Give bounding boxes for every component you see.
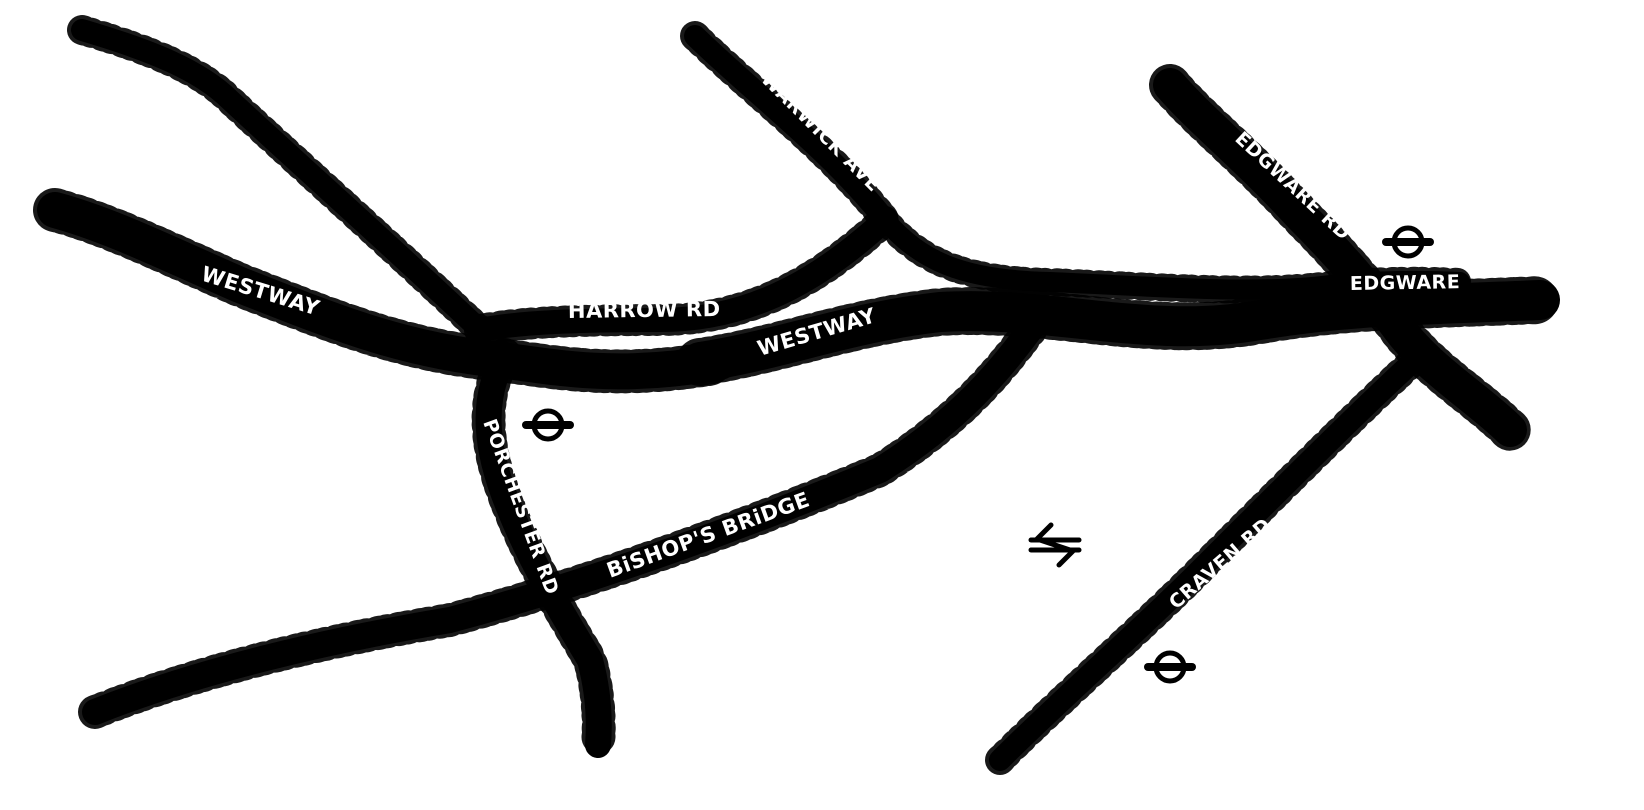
label-bishops-bridge-rd: BiSHOP'S BRiDGE RD [0, 0, 820, 583]
london-underground-roundel-icon [522, 411, 574, 439]
roads [33, 15, 1564, 775]
london-underground-roundel-icon [1144, 653, 1196, 681]
label-warwick-ave: WARWICK AVE [756, 68, 884, 196]
label-harrow-rd: HARROW RD [568, 297, 721, 323]
london-underground-roundel-icon [1382, 228, 1434, 256]
national-rail-icon [1028, 522, 1082, 568]
label-edgware: EDGWARE [1350, 271, 1461, 295]
stations [522, 228, 1434, 681]
